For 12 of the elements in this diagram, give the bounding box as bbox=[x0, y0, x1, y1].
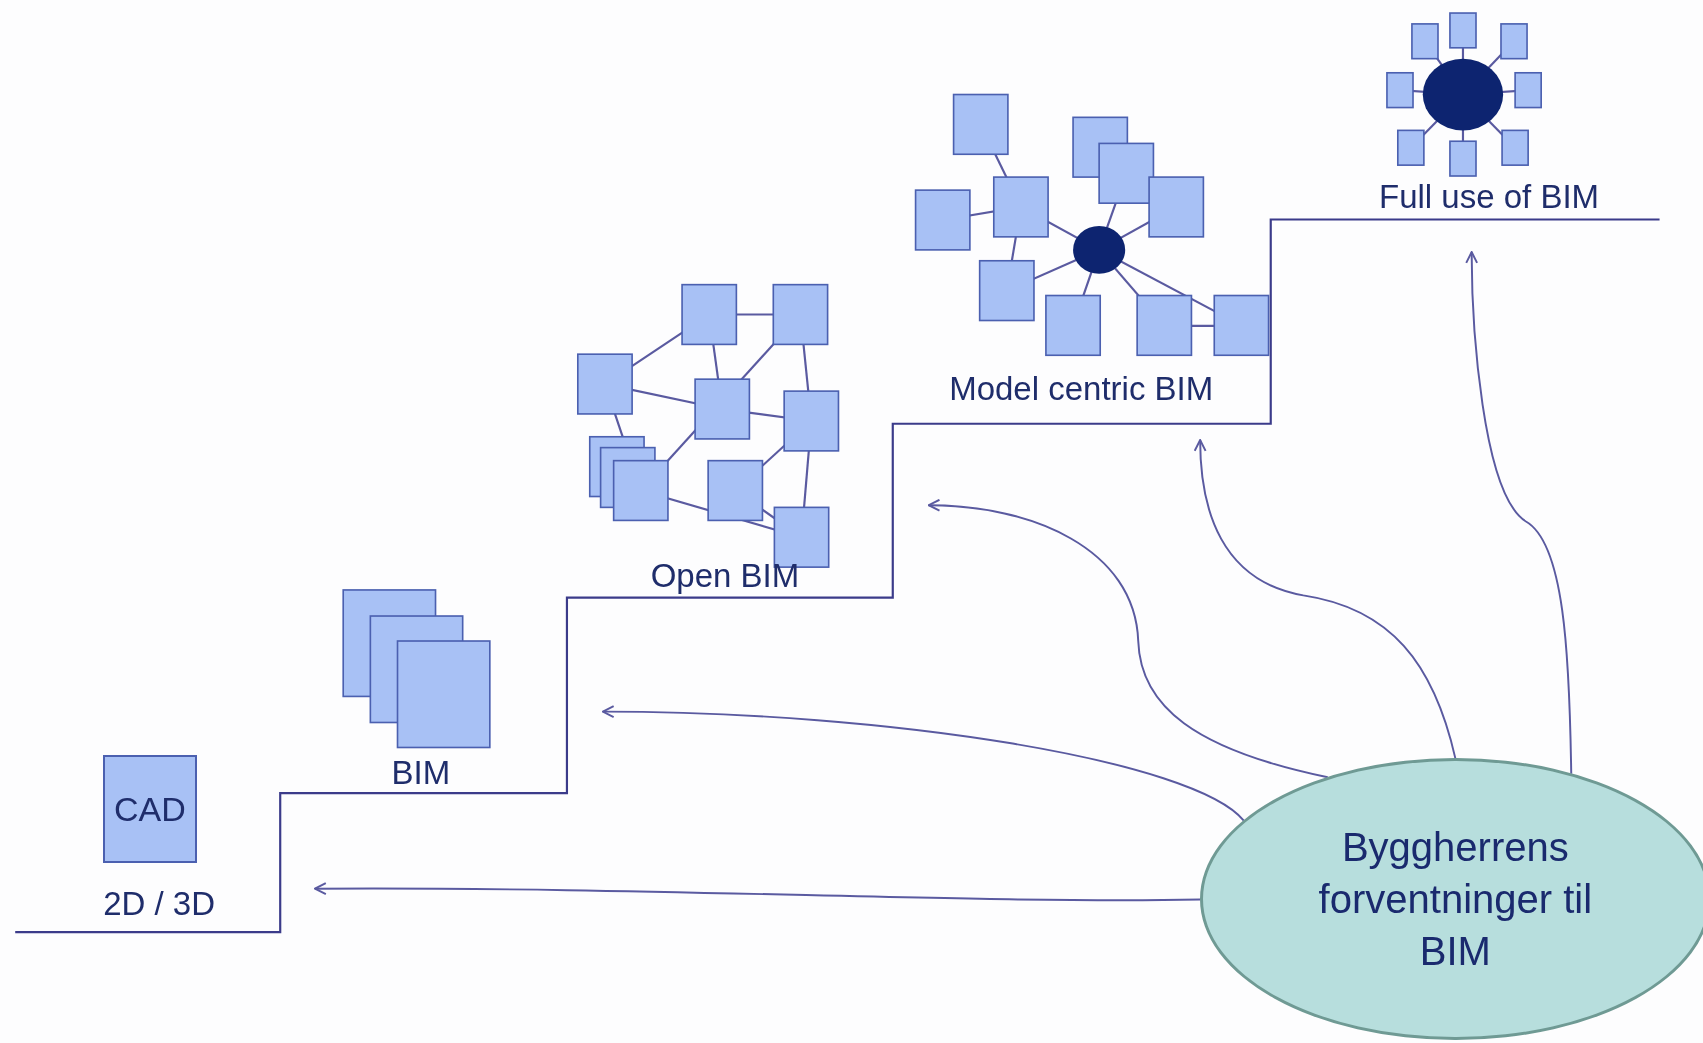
curved-arrow bbox=[1465, 251, 1573, 775]
curved-arrow bbox=[927, 499, 1329, 779]
step-label: Model centric BIM bbox=[904, 371, 1258, 440]
document-box: CAD bbox=[103, 754, 197, 864]
step-label: Open BIM bbox=[613, 558, 837, 598]
step-label: BIM bbox=[369, 754, 473, 793]
curved-arrow bbox=[1194, 439, 1457, 760]
step-label: 2D / 3D bbox=[103, 886, 256, 930]
curved-arrow bbox=[314, 882, 1202, 902]
step-label: Full use of BIM bbox=[1341, 179, 1637, 252]
ellipse-text: Byggherrens forventninger til BIM bbox=[1317, 824, 1594, 976]
curved-arrow bbox=[601, 705, 1245, 822]
